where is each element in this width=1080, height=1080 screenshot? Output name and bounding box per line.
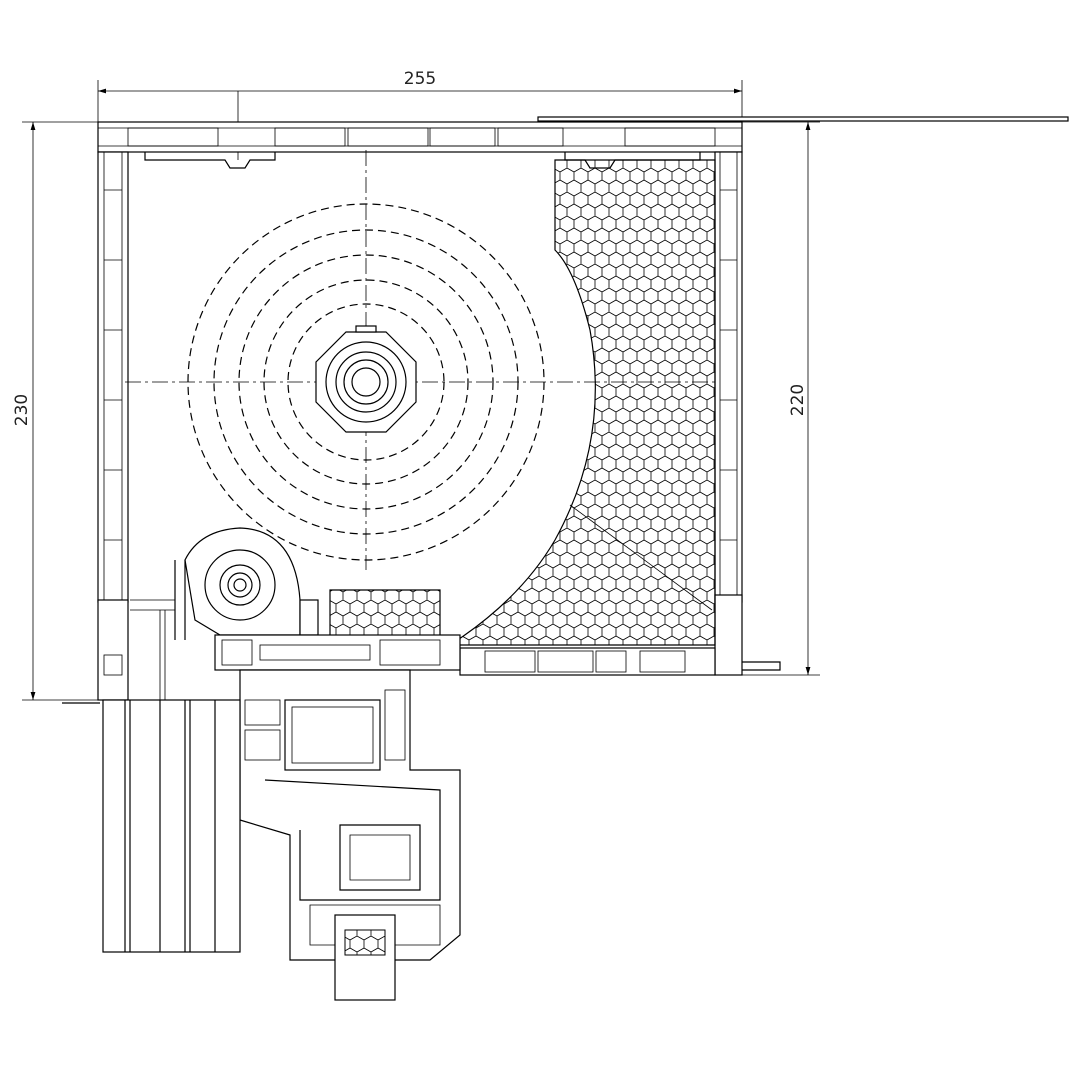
shutter-roll [125, 150, 715, 570]
box-height-label: 220 [788, 384, 808, 416]
dimension-box-height: 220 [742, 121, 820, 676]
top-plate [537, 116, 1069, 122]
belt-roller [174, 527, 319, 640]
bottom-profile [214, 634, 461, 671]
dimension-width: 255 [97, 69, 743, 160]
total-height-label: 230 [12, 394, 32, 426]
width-label: 255 [404, 69, 436, 89]
guide-rail [102, 599, 241, 953]
insulation-honeycomb [329, 159, 716, 646]
window-frame-profile [239, 669, 461, 1001]
box-housing [62, 121, 781, 704]
octagonal-shaft [315, 331, 417, 433]
dimension-total-height: 230 [12, 121, 100, 701]
